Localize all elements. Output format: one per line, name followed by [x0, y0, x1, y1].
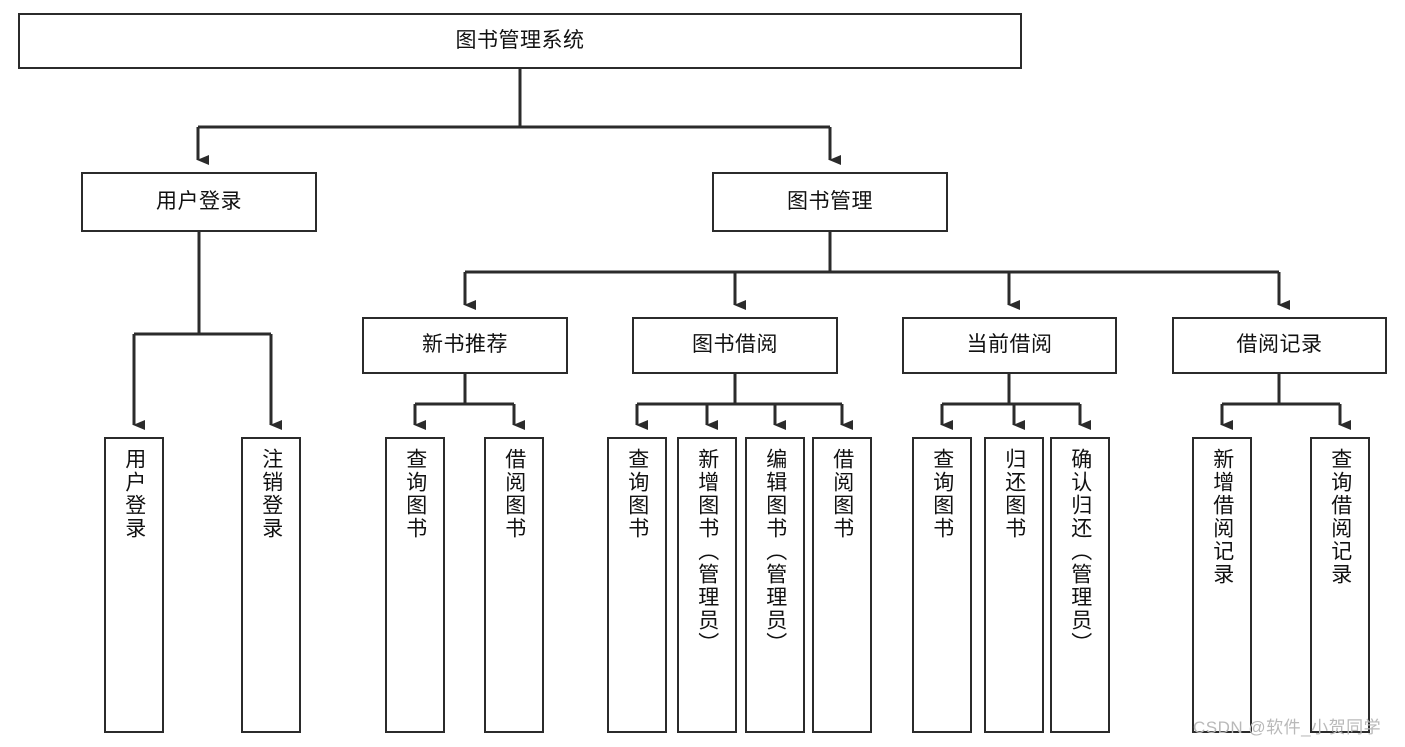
- node-leaf-add-book[interactable]: 新增图书（管理员）: [677, 437, 737, 733]
- node-leaf-query-book-2[interactable]: 查询图书: [607, 437, 667, 733]
- node-book-borrow[interactable]: 图书借阅: [632, 317, 838, 374]
- node-user-login-label: 用户登录: [156, 189, 242, 213]
- node-borrow-record-label: 借阅记录: [1236, 333, 1323, 357]
- node-root-label: 图书管理系统: [455, 28, 585, 52]
- node-leaf-edit-book-label: 编辑图书（管理员）: [763, 448, 787, 655]
- node-leaf-borrow-book-1-label: 借阅图书: [502, 448, 526, 540]
- node-leaf-logout-label: 注销登录: [259, 448, 283, 540]
- node-leaf-add-record-label: 新增借阅记录: [1210, 448, 1234, 586]
- node-leaf-query-book-1[interactable]: 查询图书: [385, 437, 445, 733]
- node-user-login[interactable]: 用户登录: [81, 172, 317, 232]
- node-book-manage[interactable]: 图书管理: [712, 172, 948, 232]
- node-leaf-user-login-label: 用户登录: [122, 448, 146, 540]
- node-leaf-query-book-1-label: 查询图书: [403, 448, 427, 540]
- node-leaf-query-record[interactable]: 查询借阅记录: [1310, 437, 1370, 733]
- node-leaf-return-book-label: 归还图书: [1002, 448, 1026, 540]
- node-leaf-query-record-label: 查询借阅记录: [1328, 448, 1352, 586]
- node-book-manage-label: 图书管理: [787, 189, 873, 213]
- node-book-borrow-label: 图书借阅: [692, 333, 778, 357]
- node-leaf-confirm-return-label: 确认归还（管理员）: [1068, 448, 1092, 655]
- node-leaf-borrow-book-2[interactable]: 借阅图书: [812, 437, 872, 733]
- node-borrow-record[interactable]: 借阅记录: [1172, 317, 1387, 374]
- csdn-watermark: CSDN @软件_小贺同学: [1193, 718, 1382, 737]
- node-leaf-query-book-3[interactable]: 查询图书: [912, 437, 972, 733]
- node-leaf-confirm-return[interactable]: 确认归还（管理员）: [1050, 437, 1110, 733]
- node-root[interactable]: 图书管理系统: [18, 13, 1022, 69]
- node-leaf-add-record[interactable]: 新增借阅记录: [1192, 437, 1252, 733]
- node-new-book-recommend[interactable]: 新书推荐: [362, 317, 568, 374]
- node-leaf-borrow-book-1[interactable]: 借阅图书: [484, 437, 544, 733]
- node-current-borrow[interactable]: 当前借阅: [902, 317, 1117, 374]
- node-leaf-logout[interactable]: 注销登录: [241, 437, 301, 733]
- node-leaf-add-book-label: 新增图书（管理员）: [695, 448, 719, 655]
- node-leaf-edit-book[interactable]: 编辑图书（管理员）: [745, 437, 805, 733]
- node-leaf-return-book[interactable]: 归还图书: [984, 437, 1044, 733]
- node-leaf-query-book-3-label: 查询图书: [930, 448, 954, 540]
- node-leaf-borrow-book-2-label: 借阅图书: [830, 448, 854, 540]
- node-new-book-recommend-label: 新书推荐: [422, 333, 508, 357]
- node-current-borrow-label: 当前借阅: [966, 333, 1053, 357]
- node-leaf-query-book-2-label: 查询图书: [625, 448, 649, 540]
- node-leaf-user-login[interactable]: 用户登录: [104, 437, 164, 733]
